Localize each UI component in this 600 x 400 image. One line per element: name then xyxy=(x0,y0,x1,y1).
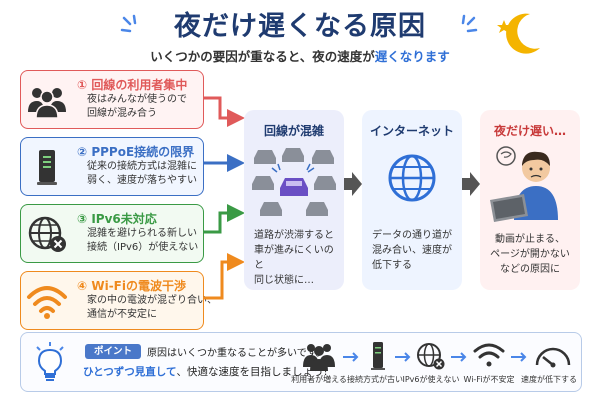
desc-line: ページが開かない xyxy=(490,249,570,260)
cause-desc-line: 夜はみんなが使うので xyxy=(87,94,187,105)
desc-line: 道路が渋滞すると xyxy=(254,230,334,241)
cause-title: ② PPPoE接続の限界 xyxy=(77,145,195,159)
globe-icon xyxy=(388,154,436,202)
moon-icon xyxy=(497,13,540,54)
point-cta-highlight: ひとつずつ見直して xyxy=(83,366,177,378)
users-icon xyxy=(28,88,66,119)
arrow-ipv6 xyxy=(203,204,245,234)
arrow-to-slow xyxy=(462,172,480,196)
flow-users-icon xyxy=(303,344,335,371)
cause-desc-line: 弱く、速度が落ちやすい xyxy=(87,175,197,186)
cause-desc-line: 接続（IPv6）が使えない xyxy=(87,242,199,253)
congestion-title: 回線が混雑 xyxy=(263,124,324,138)
flow-globe-x-icon xyxy=(417,343,445,370)
slow-desc: 動画が止まる、ページが開かないなどの原因に xyxy=(484,232,576,277)
flow-arrow-2 xyxy=(395,352,411,362)
internet-desc: データの通り道が混み合い、速度が低下する xyxy=(372,228,454,273)
cause-desc-line: 従来の接続方式は混雑に xyxy=(87,161,197,172)
point-text: 原因はいくつか重なることが多いです。 xyxy=(147,348,326,359)
traffic-jam-icon xyxy=(252,148,336,216)
slow-panel: 夜だけ遅い… 動画が止まる、ページが開かないなどの原因に xyxy=(480,110,580,290)
flow-arrow-3 xyxy=(451,352,467,362)
cause-desc-line: 通信が不安定に xyxy=(87,309,157,320)
point-cta: ひとつずつ見直して、快適な速度を目指しましょう! xyxy=(83,364,328,379)
point-cta-rest: 、快適な速度を目指しましょう! xyxy=(176,366,328,378)
router-icon xyxy=(37,150,57,185)
cause-card-pppoe: ② PPPoE接続の限界 従来の接続方式は混雑に弱く、速度が落ちやすい xyxy=(20,137,204,196)
globe-x-icon xyxy=(28,216,66,252)
internet-title: インターネット xyxy=(369,124,454,138)
congestion-desc: 道路が渋滞すると車が進みにくいのと同じ状態に… xyxy=(254,228,336,288)
point-tag: ポイント xyxy=(85,344,141,359)
congestion-panel: 回線が混雑 道路が渋滞すると車が進みにくいのと同じ状態に… xyxy=(244,110,344,290)
lightbulb-icon xyxy=(36,342,64,381)
arrow-users xyxy=(203,96,245,127)
cause-card-ipv6: ③ IPv6未対応 混雑を避けられる新しい接続（IPv6）が使えない xyxy=(20,204,204,263)
point-box: ポイント 原因はいくつか重なることが多いです。 ひとつずつ見直して、快適な速度を… xyxy=(20,332,582,392)
flow-speedometer-icon xyxy=(535,347,571,368)
flow-label: Wi-Fiが不安定 xyxy=(463,375,515,384)
flow-arrow-4 xyxy=(511,352,527,362)
flow-wifi-icon xyxy=(473,343,505,367)
page-subtitle: いくつかの要因が重なると、夜の速度が遅くなります xyxy=(0,46,600,65)
desc-line: などの原因に xyxy=(500,264,560,275)
cause-desc: 混雑を避けられる新しい接続（IPv6）が使えない xyxy=(87,227,198,255)
cause-desc-line: 家の中の電波が混ざり合い、 xyxy=(87,295,217,306)
wifi-icon xyxy=(27,286,67,319)
cause-desc-line: 混雑を避けられる新しい xyxy=(87,228,197,239)
flow-label: 接続方式が古い xyxy=(347,375,403,384)
frustrated-user-icon xyxy=(490,146,558,222)
cause-desc: 家の中の電波が混ざり合い、通信が不安定に xyxy=(87,294,217,322)
flow-label: IPv6が使えない xyxy=(402,375,460,384)
internet-panel: インターネット データの通り道が混み合い、速度が低下する xyxy=(362,110,462,290)
desc-line: 動画が止まる、 xyxy=(495,234,565,245)
desc-line: 同じ状態に… xyxy=(254,275,314,286)
desc-line: 混み合い、速度が xyxy=(372,245,452,256)
arrow-wifi xyxy=(203,253,245,300)
cause-title: ④ Wi-Fiの電波干渉 xyxy=(77,279,186,293)
cause-card-wifi: ④ Wi-Fiの電波干渉 家の中の電波が混ざり合い、通信が不安定に xyxy=(20,271,217,330)
subtitle-text: いくつかの要因が重なると、夜の速度が xyxy=(150,49,375,64)
flow-arrow-1 xyxy=(343,352,359,362)
cause-title: ① 回線の利用者集中 xyxy=(77,78,188,92)
flow-router-icon xyxy=(371,342,385,370)
desc-line: データの通り道が xyxy=(372,230,452,241)
summary-flow xyxy=(303,342,571,371)
flow-label: 速度が低下する xyxy=(521,375,577,384)
page-title: 夜だけ遅くなる原因 xyxy=(174,11,426,42)
cause-desc: 夜はみんなが使うので回線が混み合う xyxy=(87,93,187,121)
cause-title: ③ IPv6未対応 xyxy=(77,212,157,226)
slow-title: 夜だけ遅い… xyxy=(493,124,566,138)
desc-line: 低下する xyxy=(372,260,412,271)
arrow-to-internet xyxy=(344,172,362,196)
subtitle-highlight: 遅くなります xyxy=(374,49,450,64)
flow-label: 利用者が増える xyxy=(291,375,347,384)
cause-desc-line: 回線が混み合う xyxy=(87,108,157,119)
cause-desc: 従来の接続方式は混雑に弱く、速度が落ちやすい xyxy=(87,160,197,188)
sparkle-left-icon xyxy=(120,14,137,33)
desc-line: 車が進みにくいのと xyxy=(254,245,334,271)
sparkle-right-icon xyxy=(461,14,478,33)
